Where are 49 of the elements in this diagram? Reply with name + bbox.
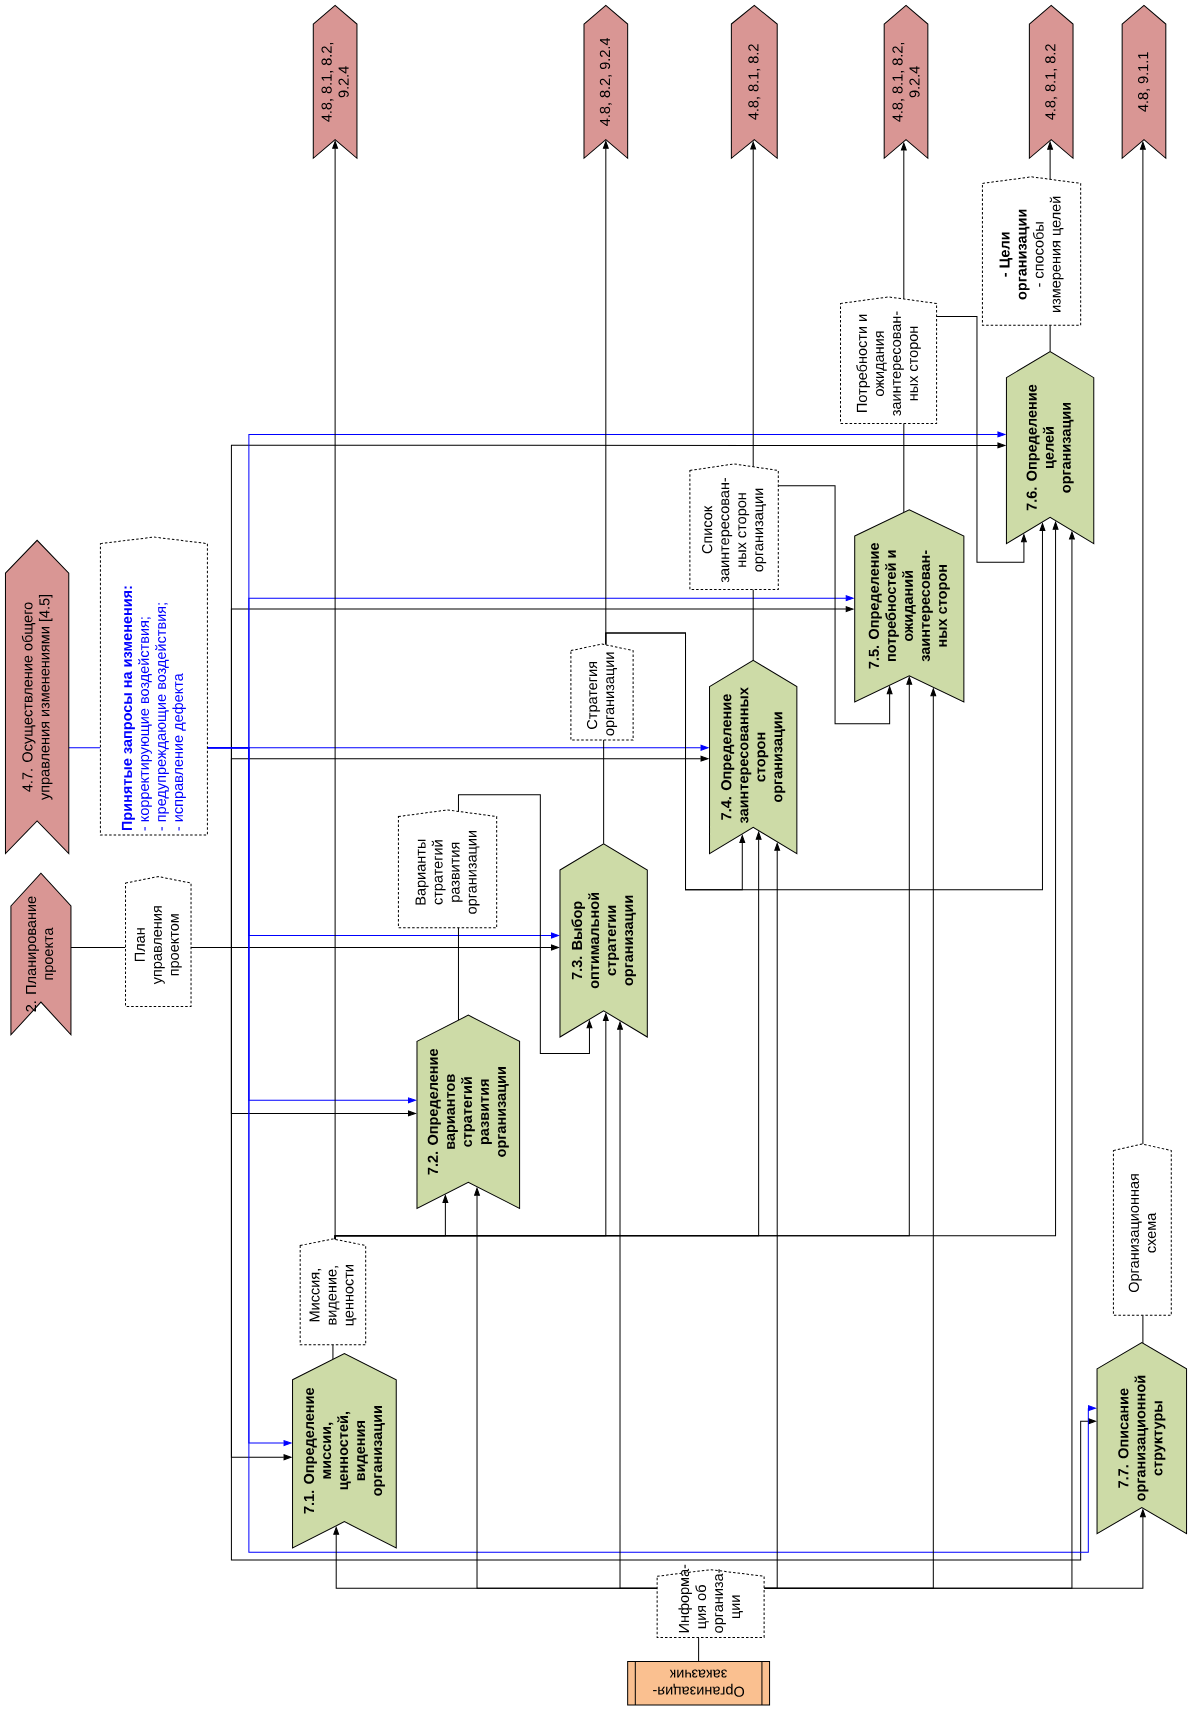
data-label: Список заинтересован-ных сторон организации [689, 463, 779, 590]
arrow [334, 521, 1059, 1240]
reference-box: 4.8, 8.2, 9.2.4 [583, 4, 629, 159]
arrow [763, 1509, 1146, 1589]
data-label: Миссия, видение, ценности [299, 1238, 367, 1346]
reference-box: 4.7. Осуществление общего управления изменениями [4.5] [4, 539, 70, 855]
data-label: Варианты стратегий развития организации [397, 809, 498, 929]
data-label: Организационная схема [1112, 1143, 1172, 1316]
reference-box: 4.8, 8.1, 8.2, 9.2.4 [312, 4, 358, 159]
connector-line [457, 927, 459, 1021]
connector-line [70, 947, 127, 948]
arrow [750, 141, 757, 468]
connector-line [1049, 324, 1051, 352]
process-box: 7.1. Определение миссии, ценностей, видения организации [292, 1353, 397, 1549]
reference-box: 4.8, 9.1.1 [1121, 4, 1167, 159]
connector-line [1142, 1314, 1144, 1344]
reference-box: 4.8, 8.1, 8.2 [730, 4, 778, 159]
data-label: Потребности и ожидания заинтересован-ных сторон [840, 296, 938, 425]
data-label: Стратегия организации [570, 643, 634, 741]
arrow [777, 485, 893, 725]
connector-line [68, 747, 101, 749]
entity-box: Организация-заказчик [627, 1660, 771, 1706]
arrow [1139, 141, 1146, 1145]
arrow [605, 523, 1046, 891]
arrow [190, 947, 1096, 1561]
arrow [900, 142, 907, 300]
process-box: 7.4. Определение заинтересованных сторон организации [709, 659, 798, 855]
reference-box: 4.8, 8.1, 8.2 [1028, 4, 1074, 159]
connector-line [603, 739, 605, 845]
arrow [206, 747, 1096, 1553]
process-box: 7.6. Определение целей организации [1005, 351, 1095, 545]
reference-box: 4.8, 8.1, 8.2, 9.2.4 [883, 4, 929, 159]
process-box: 7.3. Выбор оптимальной стратегии организации [559, 843, 648, 1038]
data-label: Информа-ция об организа-ции [656, 1564, 765, 1638]
arrow [1047, 141, 1054, 180]
arrow [457, 794, 593, 1054]
connector-line [903, 423, 905, 513]
data-label: План управления проектом [125, 876, 192, 1007]
connector-line [332, 1344, 334, 1360]
arrow [936, 316, 1027, 563]
arrow [617, 1021, 658, 1589]
connector-line [752, 588, 754, 661]
process-box: 7.2. Определение вариантов стратегий развития организации [416, 1014, 521, 1209]
process-box: 7.5. Определение потребностей и ожиданий заинтересован-ных сторон [854, 509, 965, 703]
connector-line [698, 1636, 700, 1662]
data-label: - Цели организации - способы измерения целей [981, 176, 1082, 326]
data-label: Принятые запросы на изменения: - корректирующие воздействия; - предупреждающие воздействия; - исправление дефекта [99, 536, 208, 836]
reference-box: 2. Планирование проекта [10, 872, 72, 1036]
process-box: 7.7. Описание организационной структуры [1096, 1342, 1188, 1535]
